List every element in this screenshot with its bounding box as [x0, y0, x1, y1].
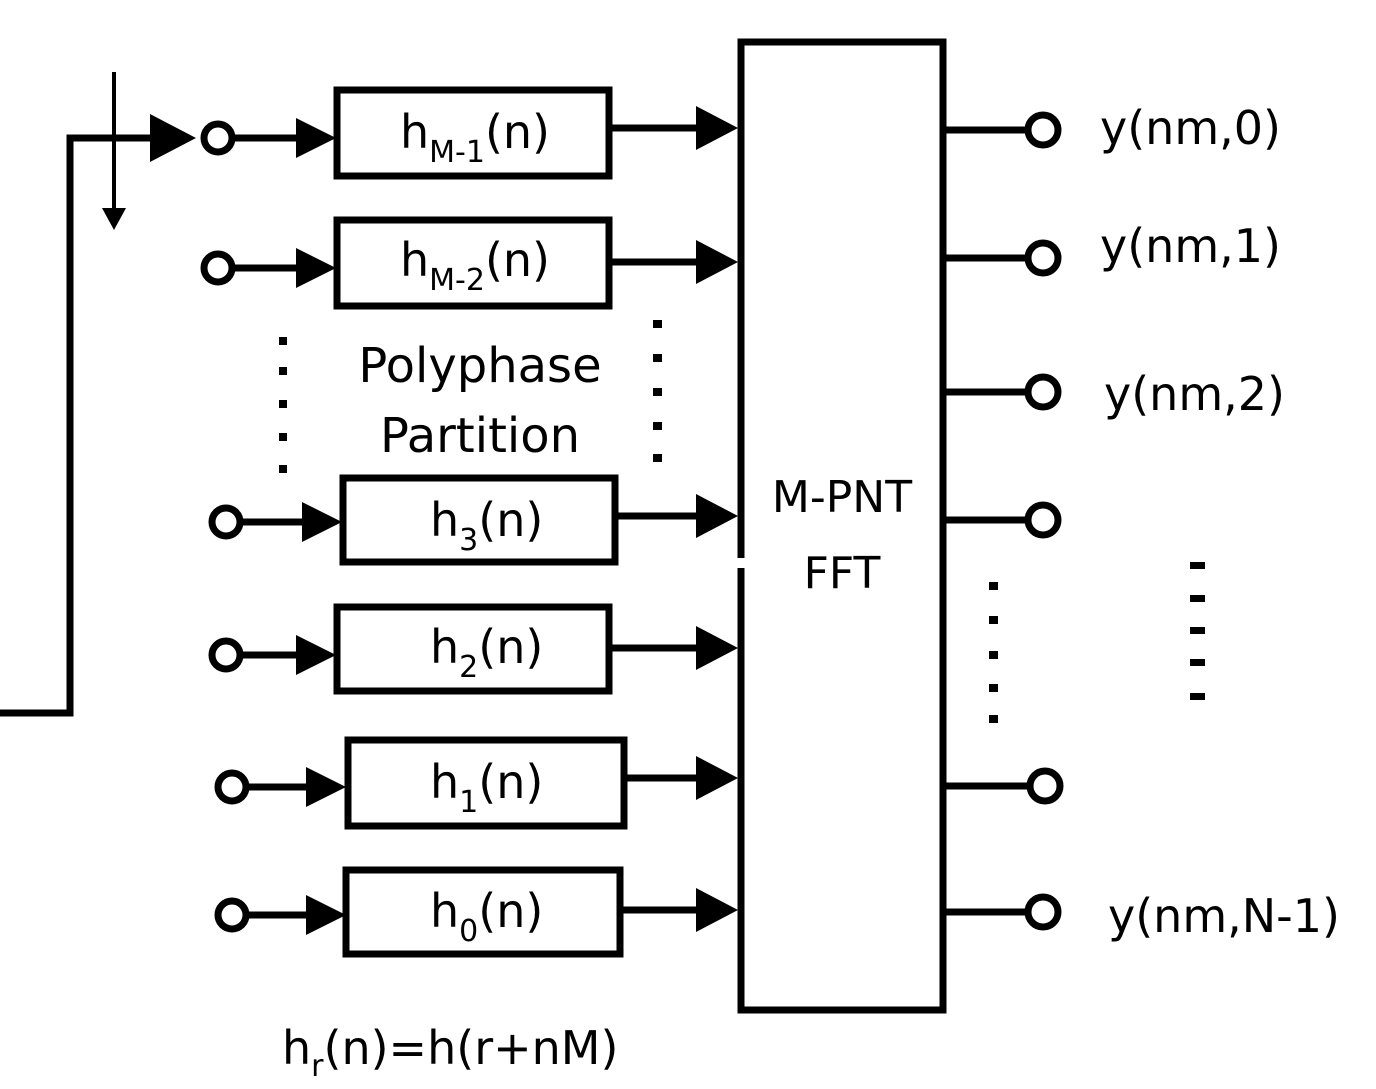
filter-row-1: h1(n) — [214, 736, 738, 830]
formula: hr(n)=h(r+nM) — [282, 1021, 618, 1084]
fft-label-line1: M-PNT — [772, 472, 912, 523]
filter-label-1: h1(n) — [430, 755, 543, 820]
input-commutator — [0, 72, 196, 717]
filter-label-3: h3(n) — [430, 493, 543, 558]
input-port-m-1 — [200, 120, 236, 156]
filter-row-3: h3(n) — [208, 474, 738, 566]
input-port-1 — [214, 769, 250, 805]
ellipsis-output-left — [989, 582, 998, 723]
fft-block: M-PNT FFT — [737, 38, 947, 1014]
input-port-m-2 — [200, 250, 236, 286]
output-port-1 — [1024, 239, 1062, 277]
output-port-2 — [1024, 373, 1062, 411]
ellipsis-left — [279, 337, 287, 473]
ellipsis-output-right — [1190, 562, 1205, 700]
input-port-0 — [214, 897, 250, 933]
filter-row-2: h2(n) — [208, 603, 738, 695]
filter-box-m-2 — [333, 216, 613, 310]
filter-box-2 — [333, 603, 613, 695]
ellipsis-middle — [653, 320, 662, 462]
output-label-last: y(nm,N-1) — [1108, 889, 1340, 943]
filter-row-m-2: hM-2(n) — [200, 216, 738, 310]
fft-label-line2: FFT — [804, 548, 881, 599]
output-port-last — [1024, 893, 1062, 931]
partition-label-line1: Polyphase — [358, 338, 601, 394]
fft-box — [737, 38, 947, 1014]
filter-label-2: h2(n) — [430, 620, 543, 685]
filter-row-m-1: hM-1(n) — [200, 86, 738, 180]
filter-label-0: h0(n) — [430, 884, 543, 949]
output-row-4 — [941, 767, 1064, 805]
partition-label-line2: Partition — [380, 408, 580, 464]
output-port-0 — [1024, 111, 1062, 149]
output-label-1: y(nm,1) — [1100, 219, 1281, 273]
input-port-2 — [208, 637, 244, 673]
filter-box-1 — [344, 736, 628, 830]
output-label-0: y(nm,0) — [1100, 101, 1281, 155]
filter-box-3 — [339, 474, 619, 566]
output-row-2: y(nm,2) — [941, 367, 1285, 421]
output-port-3 — [1024, 501, 1062, 539]
filter-row-0: h0(n) — [214, 866, 738, 958]
filter-box-m-1 — [333, 86, 613, 180]
output-port-4 — [1026, 767, 1064, 805]
output-row-3 — [941, 501, 1062, 539]
output-row-0: y(nm,0) — [941, 101, 1281, 155]
input-port-3 — [208, 504, 244, 540]
output-label-2: y(nm,2) — [1104, 367, 1285, 421]
filter-label-m-1: hM-1(n) — [400, 105, 550, 170]
output-row-last: y(nm,N-1) — [941, 889, 1340, 943]
output-row-1: y(nm,1) — [941, 219, 1281, 277]
filter-label-m-2: hM-2(n) — [400, 233, 550, 298]
